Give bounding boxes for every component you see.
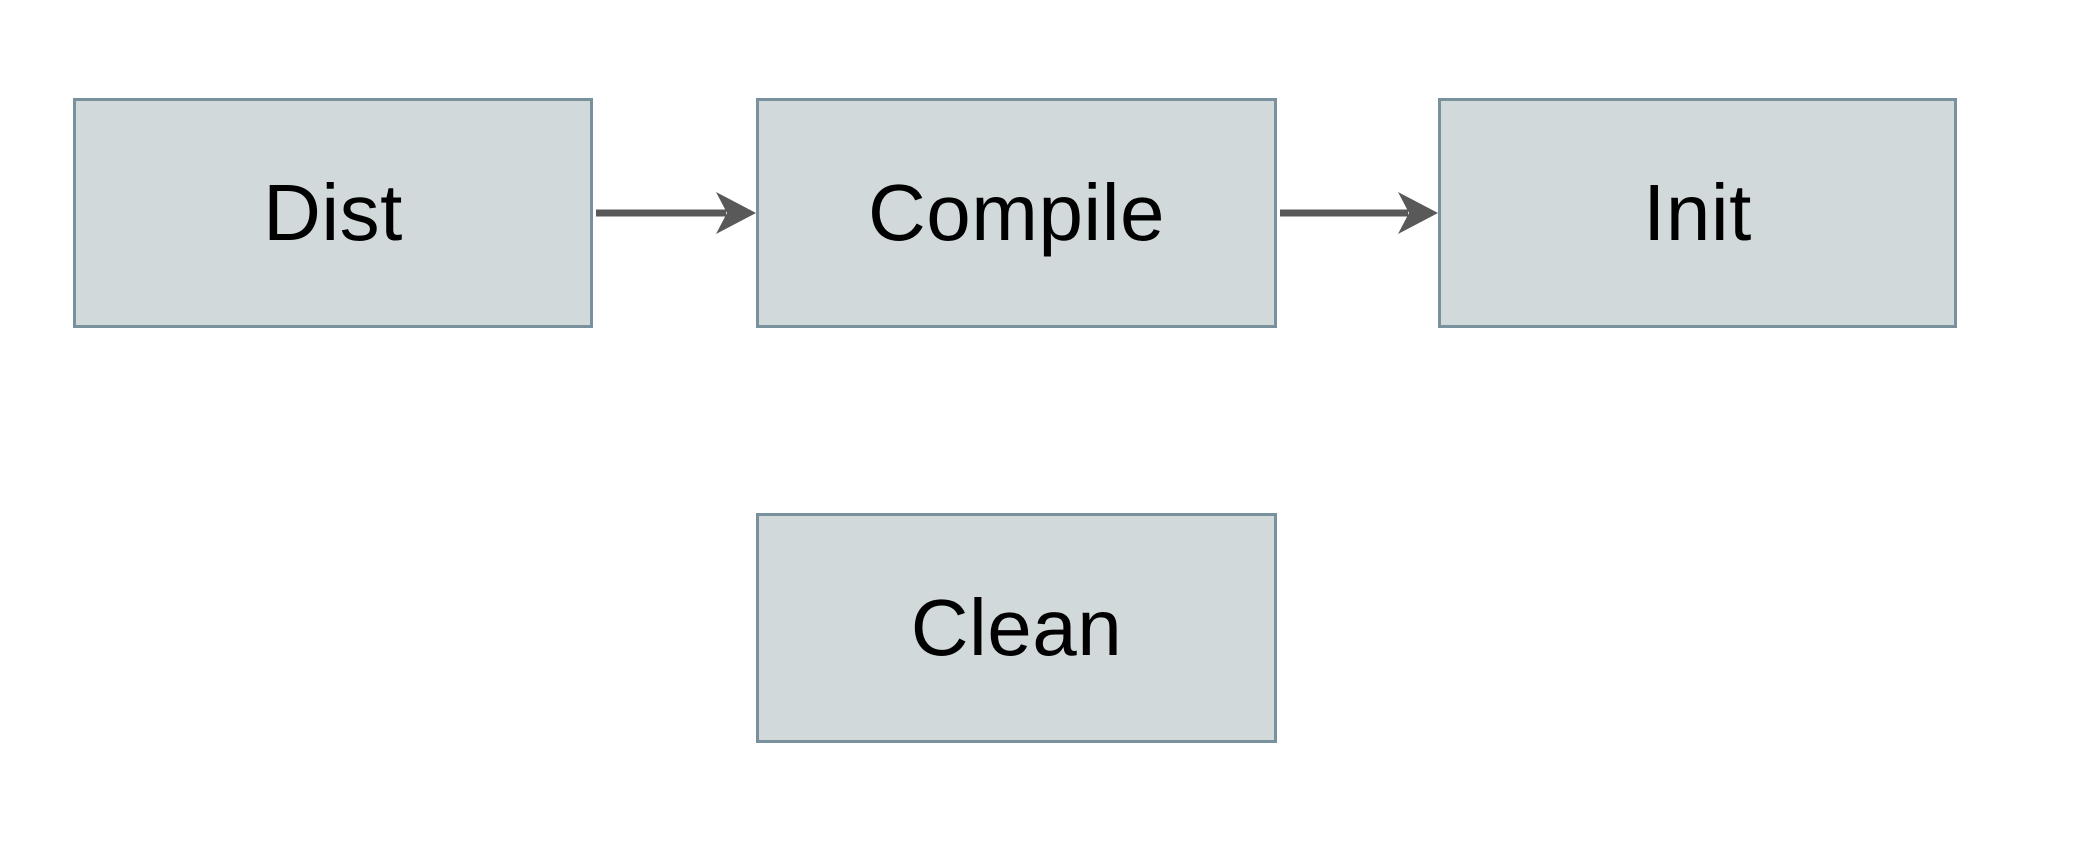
node-label: Clean xyxy=(910,583,1123,672)
node-dist[interactable]: Dist xyxy=(73,98,593,328)
arrowhead-icon xyxy=(1398,192,1438,234)
arrow-dist-to-compile[interactable] xyxy=(596,192,756,234)
node-label: Init xyxy=(1643,168,1752,257)
node-clean[interactable]: Clean xyxy=(756,513,1277,743)
arrowhead-icon xyxy=(716,192,756,234)
arrow-compile-to-init[interactable] xyxy=(1280,192,1438,234)
node-init[interactable]: Init xyxy=(1438,98,1957,328)
node-label: Compile xyxy=(868,168,1165,257)
node-compile[interactable]: Compile xyxy=(756,98,1277,328)
node-label: Dist xyxy=(263,168,403,257)
